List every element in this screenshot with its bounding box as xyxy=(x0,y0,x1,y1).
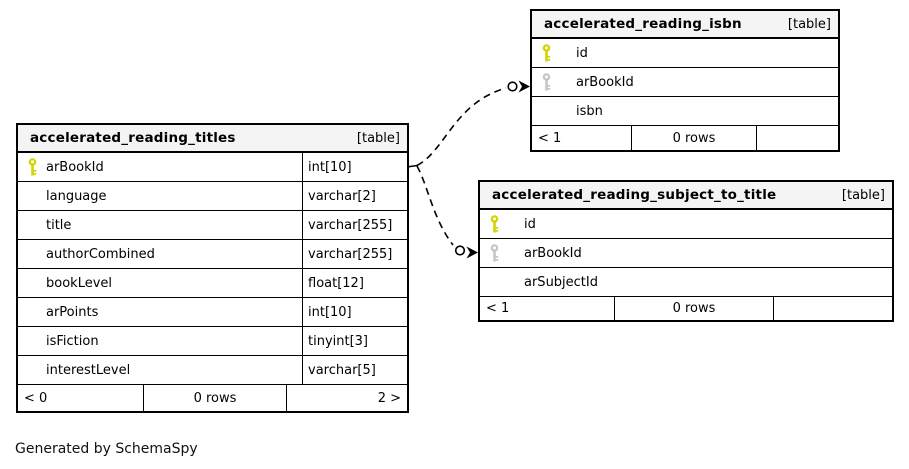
row-count: 0 rows xyxy=(615,297,774,320)
table-row: arBookId xyxy=(480,239,892,268)
cardinality-circle-subject xyxy=(454,245,466,256)
row-count: 0 rows xyxy=(144,385,287,411)
column-type: varchar[2] xyxy=(302,182,407,210)
child-count xyxy=(757,126,838,150)
key-icon-cell xyxy=(532,97,576,125)
column-type: float[12] xyxy=(302,269,407,297)
child-count: 2 > xyxy=(377,390,401,406)
key-icon-cell xyxy=(532,68,576,96)
key-icon-cell xyxy=(480,210,524,238)
key-icon-cell xyxy=(532,39,576,67)
cardinality-circle-isbn xyxy=(507,81,518,92)
table-type-badge: [table] xyxy=(787,16,831,32)
column-name: title xyxy=(46,217,72,233)
generated-by-note: Generated by SchemaSpy xyxy=(15,441,198,457)
parent-count: < 1 xyxy=(532,126,632,150)
column-type: int[10] xyxy=(302,153,407,181)
table-row: arPoints int[10] xyxy=(18,298,407,327)
column-name: language xyxy=(46,188,107,204)
table-row: arSubjectId xyxy=(480,268,892,297)
column-name: isbn xyxy=(576,103,603,119)
column-name: bookLevel xyxy=(46,275,113,291)
table-row: bookLevel float[12] xyxy=(18,269,407,298)
key-icon-cell xyxy=(480,268,524,296)
table-footer: < 1 0 rows xyxy=(532,126,838,150)
table-row: language varchar[2] xyxy=(18,182,407,211)
connector-titles-to-isbn xyxy=(416,87,507,167)
primary-key-icon xyxy=(490,215,499,233)
table-row: id xyxy=(480,210,892,239)
table-title: accelerated_reading_titles xyxy=(30,130,236,146)
primary-key-icon xyxy=(542,44,551,62)
column-name: arSubjectId xyxy=(524,274,598,290)
column-type: int[10] xyxy=(302,298,407,326)
table-title: accelerated_reading_subject_to_title xyxy=(492,187,777,203)
key-icon-cell xyxy=(18,240,46,268)
parent-count: < 0 xyxy=(18,385,144,411)
table-row: title varchar[255] xyxy=(18,211,407,240)
column-type: varchar[5] xyxy=(302,356,407,384)
arrowhead-isbn xyxy=(518,80,530,93)
table-accelerated-reading-titles[interactable]: accelerated_reading_titles [table] arBoo… xyxy=(16,123,409,413)
arrowhead-subject xyxy=(466,246,478,259)
column-name: authorCombined xyxy=(46,246,155,262)
column-name: arBookId xyxy=(524,245,582,261)
table-row: id xyxy=(532,39,838,68)
table-row: arBookId xyxy=(532,68,838,97)
column-name: arBookId xyxy=(46,159,104,175)
table-type-badge: [table] xyxy=(356,130,400,146)
foreign-key-icon xyxy=(542,73,551,91)
column-type: tinyint[3] xyxy=(302,327,407,355)
column-name: arBookId xyxy=(576,74,634,90)
column-name: id xyxy=(576,45,588,61)
key-icon-cell xyxy=(18,356,46,384)
table-footer: < 0 0 rows 2 > xyxy=(18,385,407,411)
column-type: varchar[255] xyxy=(302,211,407,239)
key-icon-cell xyxy=(18,182,46,210)
column-name: interestLevel xyxy=(46,362,131,378)
row-count: 0 rows xyxy=(632,126,757,150)
key-icon-cell xyxy=(18,153,46,181)
table-row: interestLevel varchar[5] xyxy=(18,356,407,385)
table-row: isbn xyxy=(532,97,838,126)
primary-key-icon xyxy=(28,158,37,176)
table-header[interactable]: accelerated_reading_subject_to_title [ta… xyxy=(480,182,892,210)
table-footer: < 1 0 rows xyxy=(480,297,892,320)
table-header[interactable]: accelerated_reading_isbn [table] xyxy=(532,11,838,39)
key-icon-cell xyxy=(18,211,46,239)
key-icon-cell xyxy=(18,327,46,355)
key-icon-cell xyxy=(18,269,46,297)
column-name: id xyxy=(524,216,536,232)
column-type: varchar[255] xyxy=(302,240,407,268)
column-name: isFiction xyxy=(46,333,99,349)
table-row: isFiction tinyint[3] xyxy=(18,327,407,356)
table-header[interactable]: accelerated_reading_titles [table] xyxy=(18,125,407,153)
connector-titles-to-subject xyxy=(416,165,454,246)
child-count xyxy=(774,297,892,320)
table-type-badge: [table] xyxy=(841,187,885,203)
column-name: arPoints xyxy=(46,304,99,320)
parent-count: < 1 xyxy=(480,297,615,320)
table-accelerated-reading-subject-to-title[interactable]: accelerated_reading_subject_to_title [ta… xyxy=(478,180,894,322)
table-title: accelerated_reading_isbn xyxy=(544,16,742,32)
table-accelerated-reading-isbn[interactable]: accelerated_reading_isbn [table] id arBo… xyxy=(530,9,840,152)
foreign-key-icon xyxy=(490,244,499,262)
table-row: authorCombined varchar[255] xyxy=(18,240,407,269)
key-icon-cell xyxy=(18,298,46,326)
table-row: arBookId int[10] xyxy=(18,153,407,182)
key-icon-cell xyxy=(480,239,524,267)
